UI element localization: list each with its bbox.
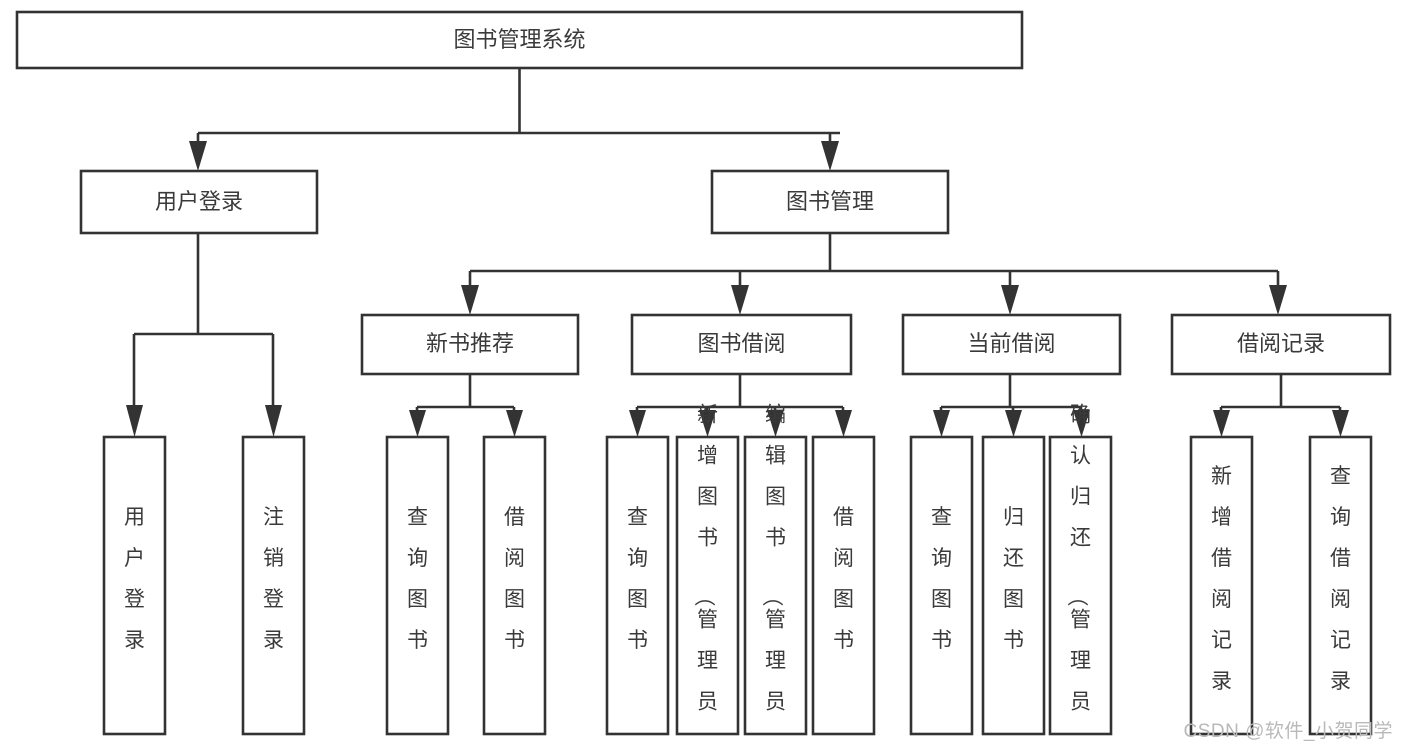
node-current-borrow-label: 当前借阅 xyxy=(967,331,1055,356)
arrow-to-book-borrow xyxy=(731,285,749,315)
node-current-borrow[interactable]: 当前借阅 xyxy=(901,313,1122,376)
arrow-to-leaf-query-borrow-record xyxy=(1332,410,1349,437)
arrow-to-leaf-user-logout xyxy=(265,405,282,437)
node-book-manage[interactable]: 图书管理 xyxy=(710,169,950,235)
node-leaf-query-book-rec-label: 查询图书 xyxy=(407,506,428,652)
node-leaf-confirm-return-admin-box[interactable] xyxy=(1048,435,1113,736)
node-leaf-borrow-book-rec[interactable]: 借阅图书 xyxy=(482,435,547,736)
node-leaf-edit-book-admin-box[interactable] xyxy=(743,435,808,736)
node-leaf-user-logout-box[interactable] xyxy=(241,435,306,736)
node-leaf-borrow-book-box[interactable] xyxy=(811,435,876,736)
node-leaf-borrow-book-label: 借阅图书 xyxy=(833,506,854,652)
node-leaf-user-logout-label: 注销登录 xyxy=(263,506,284,652)
node-leaf-query-book-current[interactable]: 查询图书 xyxy=(909,435,974,736)
arrow-to-leaf-query-book-current xyxy=(933,410,950,437)
node-leaf-query-borrow-record-box[interactable] xyxy=(1308,435,1373,736)
node-leaf-query-book-borrow[interactable]: 查询图书 xyxy=(605,435,670,736)
node-root-label: 图书管理系统 xyxy=(453,27,585,52)
node-leaf-query-borrow-record-label: 查询借阅记录 xyxy=(1330,465,1351,693)
node-book-borrow[interactable]: 图书借阅 xyxy=(630,313,853,376)
node-leaf-confirm-return-admin[interactable]: 确认归还（管理员） xyxy=(1048,404,1113,747)
node-leaf-edit-book-admin[interactable]: 编辑图书（管理员） xyxy=(743,404,808,747)
arrow-to-leaf-edit-book-admin xyxy=(767,410,784,437)
node-leaf-user-login-box[interactable] xyxy=(102,435,167,736)
node-leaf-query-book-borrow-label: 查询图书 xyxy=(627,506,648,652)
arrow-to-leaf-add-borrow-record xyxy=(1213,410,1230,437)
node-leaf-confirm-return-admin-label: 确认归还（管理员） xyxy=(1065,404,1091,747)
arrow-to-leaf-confirm-return-admin xyxy=(1073,410,1090,437)
arrow-to-leaf-user-login xyxy=(126,405,143,437)
node-leaf-return-book[interactable]: 归还图书 xyxy=(981,435,1046,736)
arrow-root-to-user-login xyxy=(189,141,207,171)
node-leaf-return-book-box[interactable] xyxy=(981,435,1046,736)
arrow-to-current-borrow xyxy=(1001,285,1019,315)
node-user-login-label: 用户登录 xyxy=(155,189,243,214)
node-book-borrow-box[interactable] xyxy=(630,313,853,376)
node-new-book-recommend-box[interactable] xyxy=(360,313,580,376)
arrow-to-leaf-borrow-book xyxy=(835,410,852,437)
node-leaf-add-borrow-record[interactable]: 新增借阅记录 xyxy=(1189,435,1254,736)
arrow-to-leaf-borrow-book-rec xyxy=(506,410,523,437)
node-leaf-add-book-admin-label: 新增图书（管理员） xyxy=(692,404,718,747)
node-new-book-recommend-label: 新书推荐 xyxy=(426,331,514,356)
node-leaf-user-login-label: 用户登录 xyxy=(124,506,145,652)
node-borrow-record-box[interactable] xyxy=(1170,313,1392,376)
node-leaf-borrow-book-rec-box[interactable] xyxy=(482,435,547,736)
arrow-to-borrow-record xyxy=(1269,285,1287,315)
node-user-login[interactable]: 用户登录 xyxy=(79,169,319,235)
arrow-to-new-book-recommend xyxy=(461,285,479,315)
connector-lines xyxy=(126,68,1349,437)
node-leaf-query-book-current-box[interactable] xyxy=(909,435,974,736)
node-leaf-query-borrow-record[interactable]: 查询借阅记录 xyxy=(1308,435,1373,736)
node-leaf-add-borrow-record-label: 新增借阅记录 xyxy=(1211,465,1232,693)
node-user-login-box[interactable] xyxy=(79,169,319,235)
node-leaf-return-book-label: 归还图书 xyxy=(1003,506,1024,652)
node-leaf-borrow-book[interactable]: 借阅图书 xyxy=(811,435,876,736)
node-book-manage-box[interactable] xyxy=(710,169,950,235)
node-leaf-query-book-current-label: 查询图书 xyxy=(931,506,952,652)
arrow-root-to-book-manage xyxy=(821,141,839,171)
node-book-manage-label: 图书管理 xyxy=(786,189,874,214)
arrow-to-leaf-return-book xyxy=(1005,410,1022,437)
node-borrow-record[interactable]: 借阅记录 xyxy=(1170,313,1392,376)
arrow-to-leaf-query-book-rec xyxy=(409,410,426,437)
node-current-borrow-box[interactable] xyxy=(901,313,1122,376)
arrow-to-leaf-query-book-borrow xyxy=(629,410,646,437)
node-book-borrow-label: 图书借阅 xyxy=(697,331,785,356)
node-root-box[interactable] xyxy=(15,10,1024,70)
leaf-nodes-layer: 用户登录 注销登录 查询图书 借阅图书 查询图书 新增图书（管理员） 编辑图书（管理员） 借阅… xyxy=(102,404,1373,747)
node-leaf-user-login[interactable]: 用户登录 xyxy=(102,435,167,736)
node-leaf-query-book-rec-box[interactable] xyxy=(385,435,450,736)
node-leaf-add-borrow-record-box[interactable] xyxy=(1189,435,1254,736)
node-leaf-edit-book-admin-label: 编辑图书（管理员） xyxy=(760,404,786,747)
arrow-to-leaf-add-book-admin xyxy=(699,410,716,437)
node-leaf-add-book-admin-box[interactable] xyxy=(675,435,740,736)
node-leaf-query-book-rec[interactable]: 查询图书 xyxy=(385,435,450,736)
watermark-label: CSDN @软件_小贺同学 xyxy=(1183,721,1393,742)
node-new-book-recommend[interactable]: 新书推荐 xyxy=(360,313,580,376)
node-leaf-add-book-admin[interactable]: 新增图书（管理员） xyxy=(675,404,740,747)
node-borrow-record-label: 借阅记录 xyxy=(1237,331,1325,356)
node-root[interactable]: 图书管理系统 xyxy=(15,10,1024,70)
node-leaf-query-book-borrow-box[interactable] xyxy=(605,435,670,736)
node-leaf-borrow-book-rec-label: 借阅图书 xyxy=(504,506,525,652)
node-leaf-user-logout[interactable]: 注销登录 xyxy=(241,435,306,736)
